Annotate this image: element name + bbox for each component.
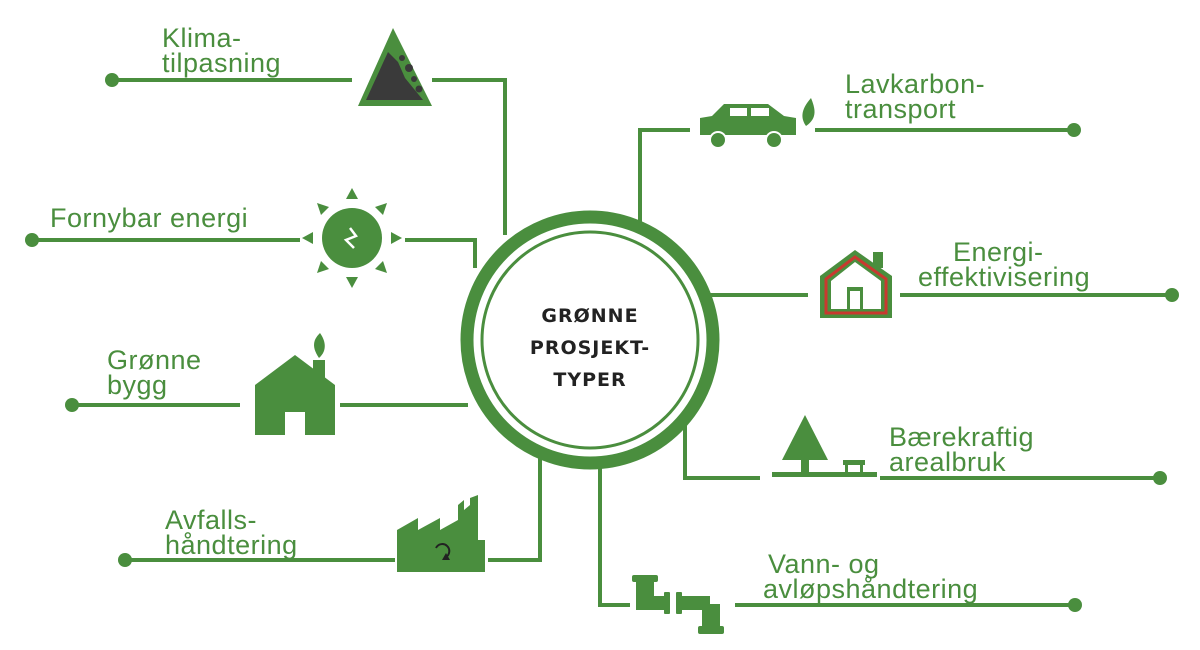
label-baerekraftig-arealbruk: Bærekraftig arealbruk [889, 422, 1035, 477]
label-line: Avfalls- [165, 505, 258, 535]
connector-arealbruk [683, 420, 760, 480]
connector-dots [25, 73, 1179, 612]
dot-energieffektivisering [1165, 288, 1179, 302]
label-vann-avlop: Vann- og avløpshåndtering [763, 549, 979, 604]
label-avfallshandtering: Avfalls- håndtering [165, 505, 298, 560]
label-line: håndtering [165, 530, 298, 560]
pipe-icon [632, 575, 724, 634]
car-leaf-icon [700, 98, 815, 149]
dot-vann-avlop [1068, 598, 1082, 612]
center-title-line-1: GRØNNE [541, 305, 639, 327]
label-klimatilpasning: Klima- tilpasning [162, 23, 282, 78]
center-title-line-3: TYPER [553, 369, 627, 391]
label-gronne-bygg: Grønne bygg [107, 345, 202, 400]
dot-avfallshandtering [118, 553, 132, 567]
label-line: avløpshåndtering [763, 574, 979, 604]
label-line: arealbruk [889, 447, 1007, 477]
connector-vann-avlop [598, 460, 630, 607]
center-ring [460, 210, 720, 470]
center-title-line-2: PROSJEKT- [529, 337, 651, 359]
label-line: Vann- og [768, 549, 880, 579]
dot-lavkarbontransport [1067, 123, 1081, 137]
center-title: GRØNNE PROSJEKT- TYPER [502, 300, 678, 396]
connector-fornybar-energi-branch [405, 238, 477, 268]
green-house-leaf-icon [255, 333, 335, 435]
connector-klimatilpasning-branch [432, 78, 507, 235]
label-line: Grønne [107, 345, 202, 375]
label-line: bygg [107, 370, 168, 400]
sun-icon [302, 188, 402, 288]
label-line: Energi- [953, 237, 1044, 267]
label-line: Lavkarbon- [845, 69, 986, 99]
label-energieffektivisering: Energi- effektivisering [918, 237, 1091, 292]
label-fornybar-energi: Fornybar energi [50, 203, 249, 233]
connector-lavkarbontransport [638, 128, 690, 228]
factory-recycle-icon [397, 495, 485, 572]
dot-fornybar-energi [25, 233, 39, 247]
label-line: Fornybar energi [50, 203, 249, 233]
dot-arealbruk [1153, 471, 1167, 485]
connector-lines [32, 78, 1170, 607]
tree-bench-icon [772, 415, 877, 477]
label-line: transport [845, 94, 957, 124]
label-lavkarbontransport: Lavkarbon- transport [845, 69, 986, 124]
house-outline-icon [820, 250, 892, 318]
landslide-triangle-icon [358, 28, 432, 106]
dot-gronne-bygg [65, 398, 79, 412]
label-line: Klima- [162, 23, 242, 53]
label-line: tilpasning [162, 48, 282, 78]
label-line: Bærekraftig [889, 422, 1035, 452]
dot-klimatilpasning [105, 73, 119, 87]
label-line: effektivisering [918, 262, 1091, 292]
connector-avfallshandtering-branch [488, 455, 542, 562]
